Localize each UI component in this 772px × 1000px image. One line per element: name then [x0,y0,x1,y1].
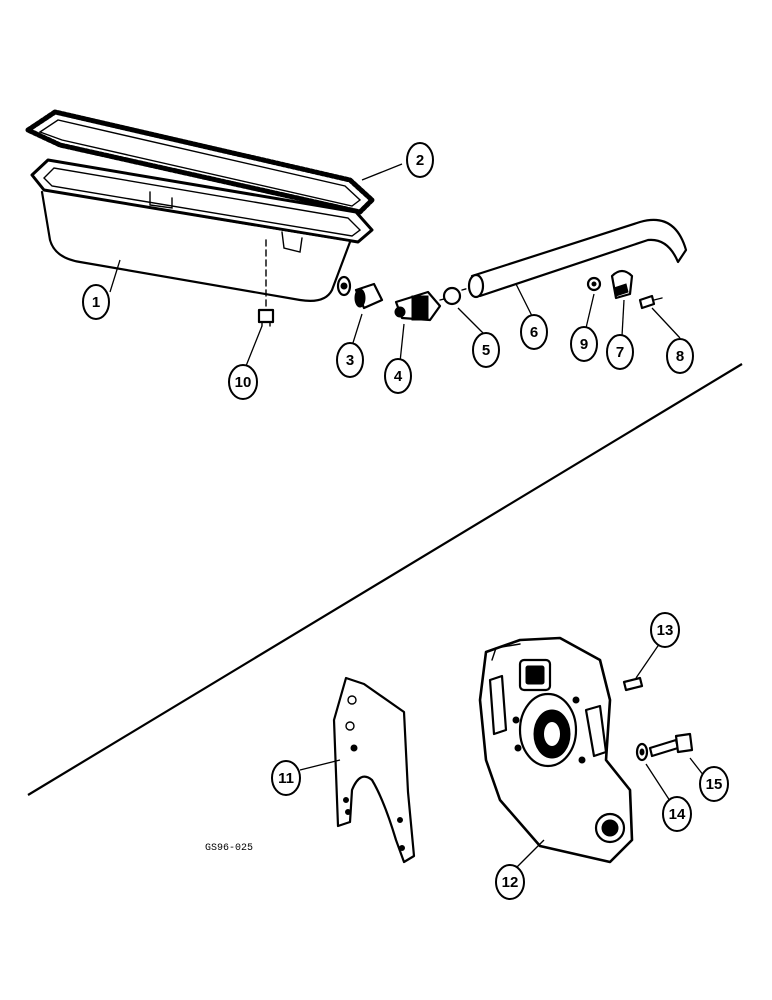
callout-label: 1 [92,294,100,311]
drain-hose [467,218,688,299]
callout-label: 2 [416,152,424,169]
backing-plate-gasket [332,676,416,864]
dowel-pin [622,676,644,692]
callout-5: 5 [472,332,500,368]
callout-label: 8 [676,348,684,365]
callout-14: 14 [662,796,692,832]
washer [635,742,649,762]
callout-label: 5 [482,342,490,359]
callout-8: 8 [666,338,694,374]
nut [586,276,602,292]
oil-pan-gasket [25,109,375,215]
callout-9: 9 [570,326,598,362]
hose-clip [610,269,634,300]
callout-label: 15 [706,776,723,793]
callout-3: 3 [336,342,364,378]
bolt [648,732,694,758]
callout-label: 4 [394,368,403,385]
callout-11: 11 [271,760,301,796]
callout-label: 6 [530,324,538,341]
section-divider [27,363,743,796]
callout-label: 11 [278,770,294,787]
hose-clamp [442,285,477,306]
oil-pan [30,158,374,302]
drain-bolt [257,308,275,327]
callout-13: 13 [650,612,680,648]
callout-1: 1 [82,284,110,320]
callout-label: 10 [235,374,252,391]
callout-7: 7 [606,334,634,370]
callout-label: 7 [616,344,624,361]
callout-12: 12 [495,864,525,900]
adapter-fitting [354,282,384,310]
callout-4: 4 [384,358,412,394]
callout-label: 13 [657,622,674,639]
flywheel-housing [478,636,634,864]
figure-reference-code: GS96-025 [205,843,253,854]
callout-15: 15 [699,766,729,802]
callout-10: 10 [228,364,258,400]
callout-2: 2 [406,142,434,178]
callout-label: 9 [580,336,588,353]
leader-lines [109,163,705,869]
callout-label: 14 [669,806,686,823]
callout-label: 3 [346,352,354,369]
callout-label: 12 [502,874,519,891]
screw [638,294,663,310]
callout-6: 6 [520,314,548,350]
drain-valve [394,290,457,322]
